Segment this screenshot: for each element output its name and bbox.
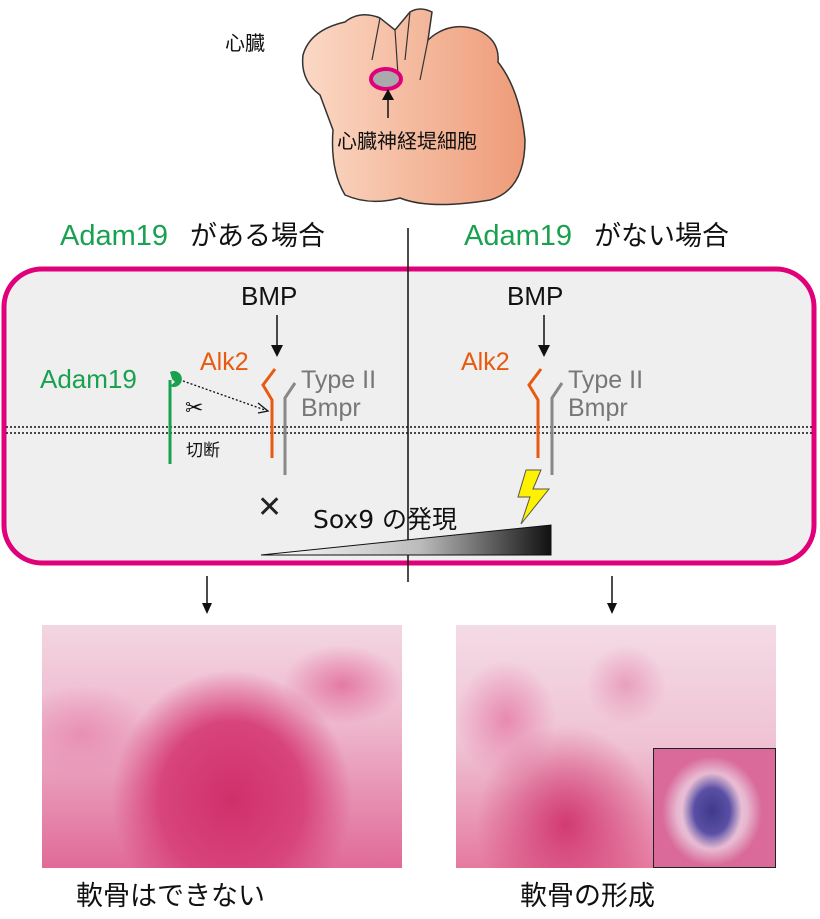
neural-crest-cell-marker	[369, 67, 403, 91]
right-alk2-label: Alk2	[461, 348, 510, 376]
adam19-label: Adam19	[40, 364, 137, 394]
left-type2-line1: Type II	[301, 366, 376, 394]
right-caption: 軟骨の形成	[520, 881, 655, 912]
alk2-receptor	[261, 368, 277, 458]
bmp-arrow-icon	[271, 345, 283, 357]
sox9-expression-gradient	[260, 524, 552, 556]
neural-crest-label: 心臓神経堤細胞	[337, 129, 477, 153]
type2-receptor	[550, 382, 564, 475]
heart-illustration	[301, 8, 526, 206]
arrow-down-icon	[202, 603, 212, 614]
right-type2-line1: Type II	[568, 366, 643, 394]
left-title-suffix: がある場合	[190, 221, 325, 252]
sox9-label: Sox9 の発現	[313, 505, 457, 534]
left-title-gene: Adam19	[60, 220, 168, 252]
left-type2-line2: Bmpr	[301, 394, 361, 422]
right-type2-line2: Bmpr	[568, 394, 628, 422]
scissors-icon: ✂	[185, 395, 203, 420]
right-title-gene: Adam19	[464, 220, 572, 252]
arrow-down-icon	[607, 603, 617, 614]
block-x-icon: ✕	[257, 491, 282, 524]
left-caption: 軟骨はできない	[76, 881, 265, 912]
alk2-receptor	[527, 368, 543, 458]
left-alk2-label: Alk2	[200, 348, 249, 376]
type2-receptor	[283, 382, 297, 475]
right-title-suffix: がない場合	[594, 221, 729, 252]
left-bmp-label: BMP	[241, 281, 297, 311]
cartilage-inset-image	[653, 748, 776, 868]
heart-label: 心臓	[225, 31, 265, 55]
bmp-arrow-icon	[538, 345, 550, 357]
cleavage-label: 切断	[186, 441, 220, 461]
histology-image-without-cartilage	[42, 625, 402, 868]
right-bmp-label: BMP	[507, 281, 563, 311]
arrow-up-icon	[382, 89, 394, 100]
cleavage-arrow	[182, 380, 266, 411]
cell-frame	[1, 266, 817, 566]
lightning-icon	[517, 469, 551, 525]
